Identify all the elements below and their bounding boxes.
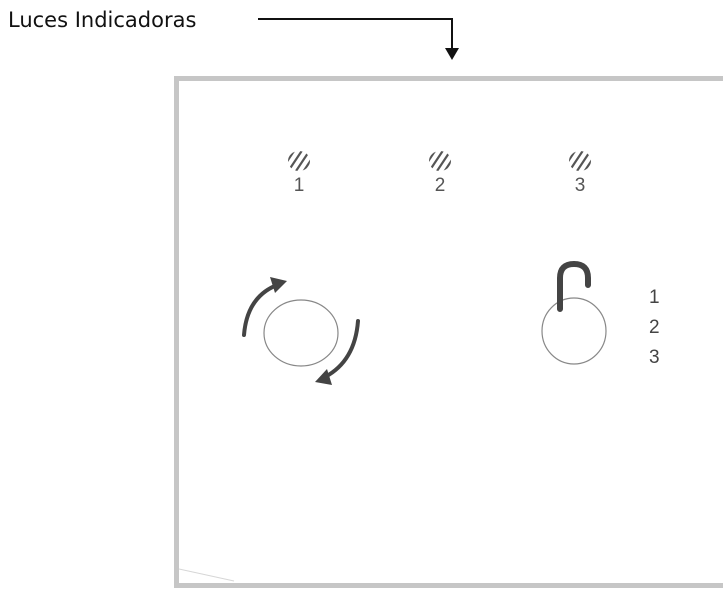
lock-button[interactable] (534, 256, 634, 376)
indicator-light-3: 3 (560, 149, 600, 197)
rotate-arrows-icon (242, 283, 360, 379)
callout-arrow-icon (258, 18, 459, 60)
rotate-arrowhead-top (270, 277, 287, 293)
corner-decoration (179, 568, 235, 582)
lock-level: 1 (649, 287, 660, 308)
indicator-number: 2 (434, 175, 446, 196)
indicator-light-icon (569, 151, 591, 171)
rotate-arrowhead-bottom (315, 369, 332, 385)
lock-level: 3 (649, 347, 660, 368)
rotate-button-circle[interactable] (263, 299, 339, 367)
rotate-button[interactable] (237, 273, 367, 393)
lock-button-circle[interactable] (541, 297, 607, 365)
indicator-number: 1 (293, 175, 305, 196)
indicator-number: 3 (574, 175, 586, 196)
indicator-light-icon (429, 151, 451, 171)
indicator-light-1: 1 (279, 149, 319, 197)
indicator-light-icon (288, 151, 310, 171)
callout-label: Luces Indicadoras (8, 8, 197, 32)
lock-levels-list: 1 2 3 (649, 283, 660, 373)
control-panel: 1 2 (174, 76, 723, 588)
indicator-light-2: 2 (420, 149, 460, 197)
lock-level: 2 (649, 317, 660, 338)
padlock-open-icon (557, 260, 591, 312)
